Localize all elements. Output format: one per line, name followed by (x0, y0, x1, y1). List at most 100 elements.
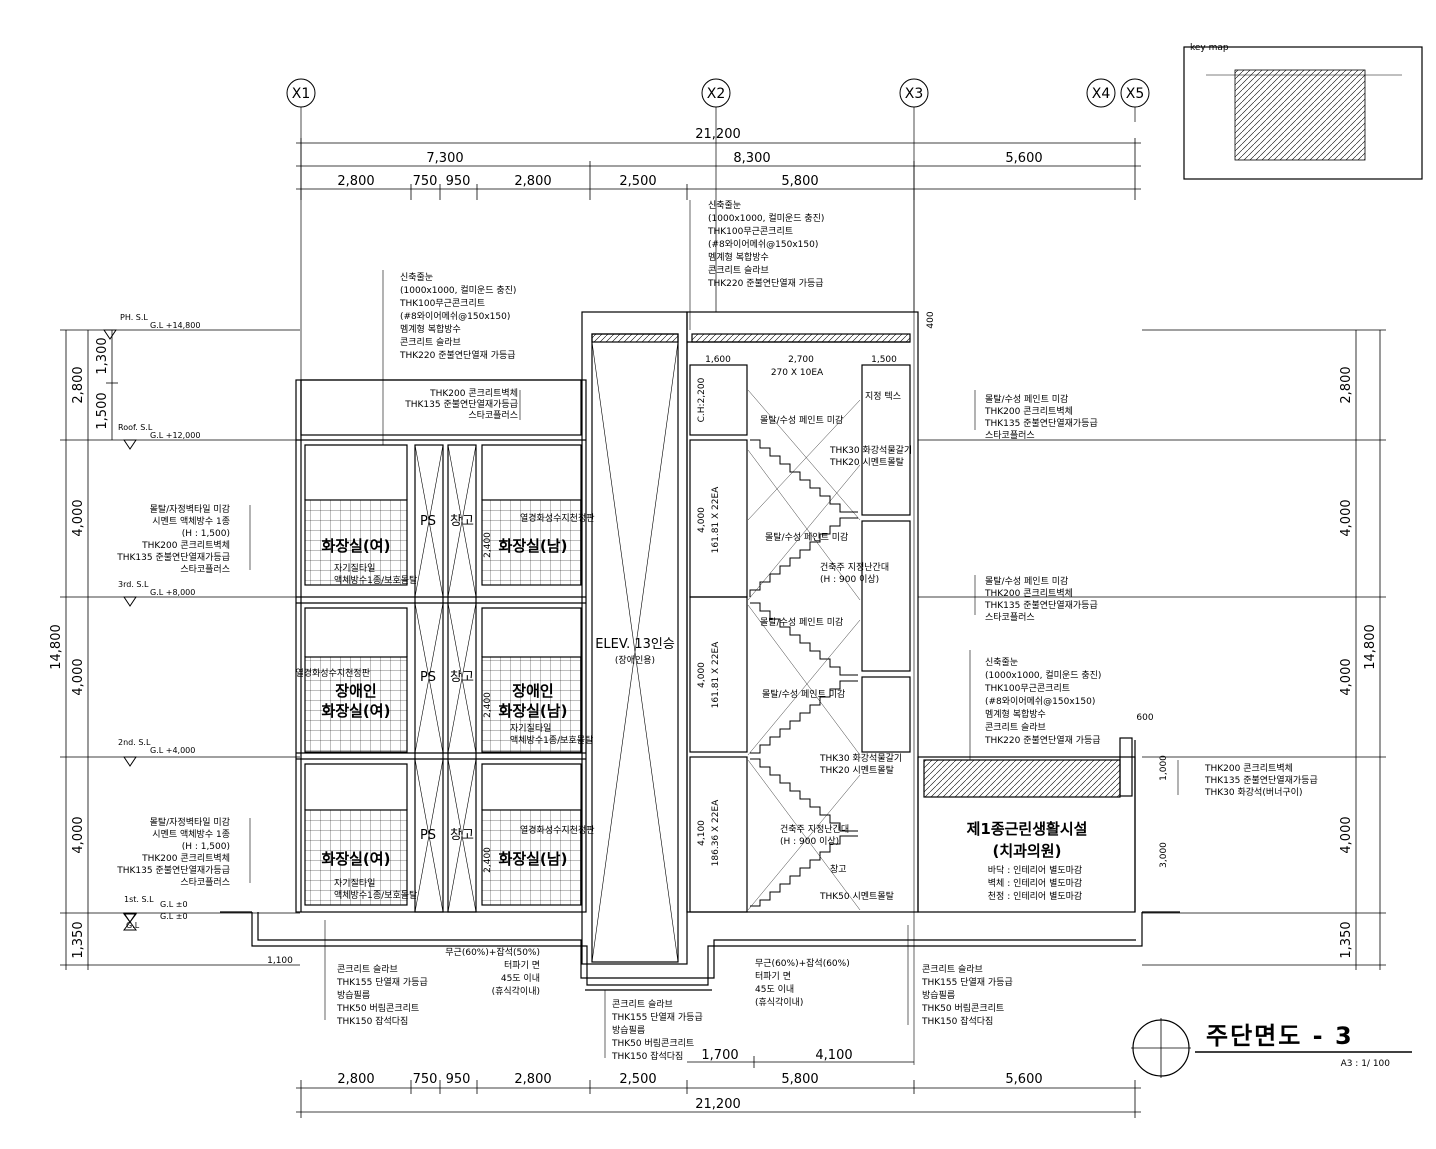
level-name-ph: PH. S.L (120, 313, 148, 322)
note-roof-stair-line-7: THK220 준불연단열재 가등급 (707, 278, 824, 289)
note-roof-left-line-4: (#8와이어메쉬@150x150) (400, 310, 510, 322)
note-roof-left-line-1: 신축줄눈 (400, 272, 433, 283)
room-elevator-sub: (장애인용) (615, 655, 655, 666)
note-toilet-wall-1f-line-3: (H : 1,500) (182, 842, 230, 852)
note-roof-stair-line-4: (#8와이어메쉬@150x150) (708, 238, 818, 250)
dim-top-sub-4: 2,800 (514, 174, 551, 189)
note-ext-wall-roof-line-3: THK135 준불연단열재가등급 (984, 418, 1098, 429)
note-ext-wall-3f-line-3: THK135 준불연단열재가등급 (984, 600, 1098, 611)
dim-right-floor-4: 4,000 (1339, 499, 1354, 536)
dim-top-sub-6: 5,800 (781, 174, 818, 189)
canopy-dim-3: 3,000 (1159, 842, 1169, 868)
room-ps-2f: PS (420, 670, 436, 685)
level-name-2nd: 2nd. S.L (118, 738, 151, 747)
room-toilet-f-1f: 화장실(여) (322, 850, 391, 868)
note-stair-wall-2f: 몰탈/수성 페인트 미감 (760, 616, 843, 628)
note-ext-wall-3f-line-2: THK200 콘크리트벽체 (984, 588, 1073, 599)
dim-left-total: 14,800 (49, 624, 64, 670)
note-base-slab-left-line-3: 방습필름 (337, 989, 370, 1001)
note-toilet-wall-1f-line-1: 몰탈/자정벽타일 미감 (150, 816, 230, 828)
room-disabled-f: 화장실(여) (322, 702, 391, 720)
bottom-dimensions (296, 1056, 1141, 1118)
stair-flight-spec-2f: 161.81 X 22EA (711, 641, 721, 709)
stair-top-dim-1: 1,600 (705, 355, 731, 365)
note-roof-clinic-line-5: 멤계형 복합방수 (985, 708, 1046, 720)
stair-flight-spec-1f: 186.36 X 22EA (711, 799, 721, 867)
note-ceiling-1f: 열경화성수지천정판 (520, 824, 595, 836)
note-roof-clinic-line-6: 콘크리트 슬라브 (985, 722, 1046, 733)
stair-top-dim-3: 1,500 (871, 355, 897, 365)
right-dimensions (918, 329, 1386, 970)
dim-bottom-sub-7: 5,600 (1005, 1072, 1042, 1087)
note-toilet-wall-3f-line-3: (H : 1,500) (182, 529, 230, 539)
dim-bottom-sub-3: 950 (446, 1072, 471, 1087)
stair-flight-h-2f: 4,000 (697, 662, 707, 688)
dim-right-total: 14,800 (1363, 624, 1378, 670)
note-base-slab-center-line-5: THK150 잡석다짐 (611, 1050, 683, 1062)
note-roof-clinic-line-2: (1000x1000, 컬미운드 충진) (985, 670, 1101, 681)
note-canopy-wall-line-2: THK135 준불연단열재가등급 (1204, 775, 1318, 786)
room-storage-3f: 창고 (450, 514, 474, 529)
note-roof-clinic-line-3: THK100무근콘크리트 (984, 683, 1070, 694)
note-roof-clinic-line-4: (#8와이어메쉬@150x150) (985, 695, 1095, 707)
room-disabled-m: 화장실(남) (499, 702, 568, 720)
level-gl-roof: G.L +12,000 (150, 431, 200, 440)
room-elevator: ELEV. 13인승 (595, 637, 675, 652)
building-structure (220, 46, 1423, 1078)
dim-left-roof-1: 1,300 (95, 337, 110, 374)
note-stair-riser-1f-line-2: THK20 시멘트몰탈 (819, 765, 894, 776)
level-gl-1st: G.L ±0 (160, 900, 188, 909)
note-base-slab-left-line-1: 콘크리트 슬라브 (337, 964, 398, 975)
level-gl-2nd: G.L +4,000 (150, 746, 195, 755)
note-stair-handrail-1f-line-1: 건축주 지정난간대 (780, 824, 849, 835)
note-toilet-floor-1f-line-2: 액체방수1종/보호몰탈 (334, 889, 417, 901)
leader-lines (249, 190, 1179, 1065)
basement-left-dim: 1,100 (267, 956, 293, 966)
note-roof-stair-line-5: 멤계형 복합방수 (708, 251, 769, 263)
note-base-slab-right-line-5: THK150 잡석다짐 (921, 1015, 993, 1027)
note-toilet-floor-3f-line-2: 액체방수1종/보호몰탈 (334, 574, 417, 586)
note-roof-left-line-2: (1000x1000, 컬미운드 충진) (400, 285, 516, 296)
note-stair-handrail-1f-line-2: (H : 900 이상) (780, 836, 839, 847)
canopy-dim-1: 600 (1136, 713, 1153, 723)
dim-left-floor-1: 1,350 (71, 921, 86, 958)
note-roof-left-line-7: THK220 준불연단열재 가등급 (399, 350, 516, 361)
dim-bottom-sub-4: 2,800 (514, 1072, 551, 1087)
note-stair-riser-1f-line-1: THK30 화강석물갈기 (819, 753, 902, 764)
dim-bottom-sub-5: 2,500 (619, 1072, 656, 1087)
dim-bottom-extra-1: 1,700 (701, 1048, 738, 1063)
note-base-slab-left-line-4: THK50 버림콘크리트 (336, 1002, 419, 1014)
level-gl-ph: G.L +14,800 (150, 321, 200, 330)
stair-top-label: 270 X 10EA (771, 368, 824, 378)
note-ext-wall-roof-line-4: 스타코플러스 (985, 430, 1035, 441)
note-toilet-wall-3f-line-5: THK135 준불연단열재가등급 (116, 552, 230, 563)
note-stair-riser-3f-line-1: THK30 화강석물갈기 (829, 445, 912, 456)
dim-bottom-extra-2: 4,100 (815, 1048, 852, 1063)
note-ceiling-3f: 열경화성수지천정판 (520, 512, 595, 524)
note-base-slab-left-line-5: THK150 잡석다짐 (336, 1015, 408, 1027)
stair-flight-h-3f: 4,000 (697, 507, 707, 533)
clinic-finish-floor: 바닥 : 인테리어 별도마감 (988, 864, 1082, 876)
level-name-roof: Roof. S.L (118, 423, 153, 432)
note-pit-left-line-1: 무근(60%)+잡석(50%) (445, 946, 540, 958)
stair-ceiling-height: C.H:2,200 (697, 377, 707, 422)
note-ceiling-2f: 열경화성수지천정판 (295, 667, 370, 679)
note-stair-base: THK50 시멘트몰탈 (819, 891, 894, 902)
note-pit-left-line-2: 터파기 면 (504, 960, 540, 971)
note-roof-stair-line-3: THK100무근콘크리트 (707, 226, 793, 237)
note-toilet-floor-1f-line-1: 자기질타일 (334, 877, 375, 889)
note-toilet-wall-1f-line-2: 시멘트 액체방수 1종 (152, 828, 230, 840)
note-stair-wall-2f-b: 몰탈/수성 페인트 미감 (762, 688, 845, 700)
note-base-slab-center-line-3: 방습필름 (612, 1024, 645, 1036)
note-toilet-wall-3f-line-4: THK200 콘크리트벽체 (141, 540, 230, 551)
dim-left-floor-3: 4,000 (71, 658, 86, 695)
dim-top-sub-3: 950 (446, 174, 471, 189)
note-pit-left-line-4: (휴식각이내) (492, 985, 540, 997)
grid-label-x1: X1 (292, 86, 311, 102)
grid-label-x4: X4 (1092, 86, 1111, 102)
note-stair-riser-3f-line-2: THK20 시멘트몰탈 (829, 457, 904, 468)
room-disabled-label-m: 장애인 (512, 682, 553, 700)
clinic-finish-ceiling: 천정 : 인테리어 별도마감 (988, 890, 1082, 902)
dim-top-total: 21,200 (695, 127, 741, 142)
note-roof-clinic-line-1: 신축줄눈 (985, 657, 1018, 668)
